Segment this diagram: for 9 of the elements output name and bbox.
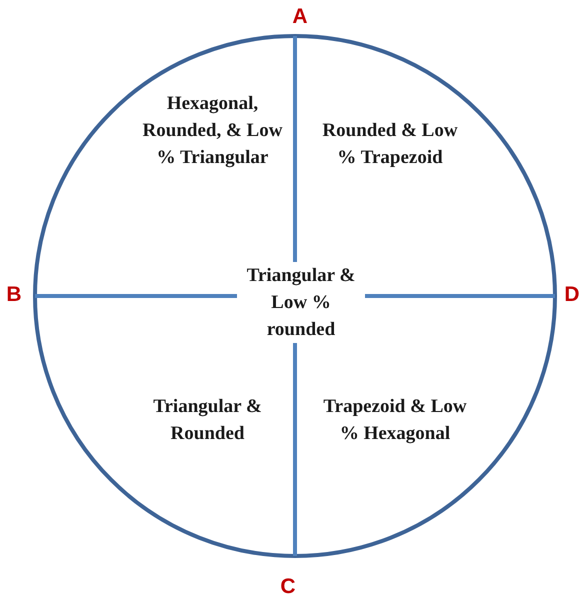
axis-letter: B [5,283,23,307]
region-label: Hexagonal, Rounded, & Low % Triangular [142,92,284,170]
axis-letter: A [291,5,309,29]
axis-letter: C [279,575,297,599]
center-label: Triangular & Low % rounded [237,262,365,343]
axis-letter: D [563,283,581,307]
region-label: Trapezoid & Low % Hexagonal [322,395,468,446]
region-label: Triangular & Rounded [152,395,263,446]
region-label: Rounded & Low % Trapezoid [321,119,459,170]
